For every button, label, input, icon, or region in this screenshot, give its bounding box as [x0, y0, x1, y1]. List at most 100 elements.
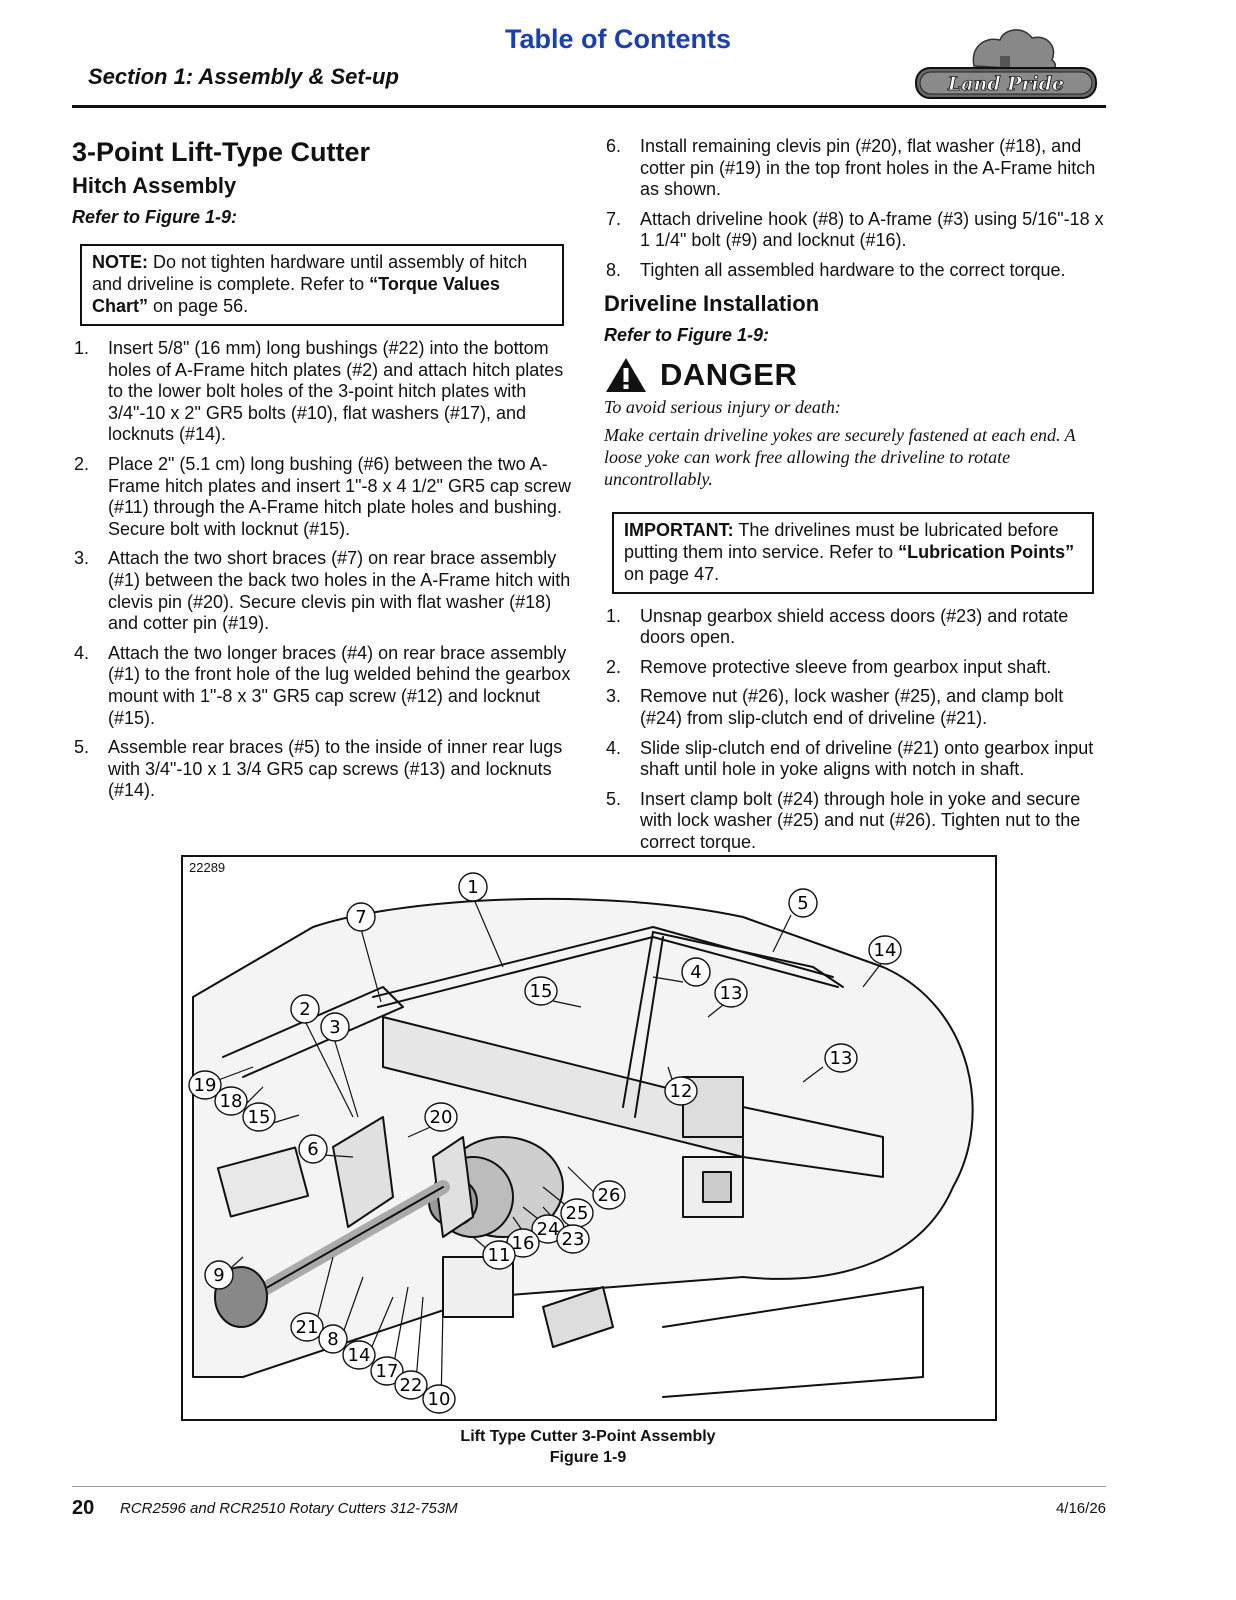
document-title: RCR2596 and RCR2510 Rotary Cutters 312-7… [120, 1500, 458, 1517]
note-box: NOTE: Do not tighten hardware until asse… [80, 244, 564, 326]
svg-text:17: 17 [376, 1361, 399, 1382]
hitch-steps-continued: 6.Install remaining clevis pin (#20), fl… [604, 136, 1110, 282]
callout-2: 2 [290, 994, 320, 1024]
list-item: 1.Unsnap gearbox shield access doors (#2… [606, 605, 1069, 648]
figure-id: 22289 [189, 860, 226, 875]
svg-text:26: 26 [598, 1185, 621, 1206]
assembly-figure: 22289 [181, 855, 997, 1421]
svg-text:13: 13 [720, 983, 743, 1004]
section-title: Section 1: Assembly & Set-up [88, 64, 399, 89]
callout-23: 23 [556, 1224, 590, 1254]
important-box: IMPORTANT: The drivelines must be lubric… [612, 511, 1094, 594]
callout-25: 25 [560, 1198, 594, 1228]
svg-text:11: 11 [488, 1245, 511, 1266]
svg-text:24: 24 [537, 1219, 560, 1240]
callout-21: 21 [290, 1312, 324, 1342]
callout-13: 13 [714, 978, 748, 1008]
svg-text:1: 1 [467, 877, 478, 898]
note-text-end: on page 56. [153, 296, 249, 316]
callout-19: 19 [188, 1070, 222, 1100]
callout-10: 10 [422, 1384, 456, 1414]
list-item: 5.Assemble rear braces (#5) to the insid… [74, 737, 563, 801]
list-item: 7.Attach driveline hook (#8) to A-frame … [606, 208, 1104, 251]
hitch-steps-list: 1.Insert 5/8" (16 mm) long bushings (#22… [72, 338, 572, 802]
list-item: 1.Insert 5/8" (16 mm) long bushings (#22… [74, 338, 564, 445]
callout-22: 22 [394, 1370, 428, 1400]
driveline-steps-list: 1.Unsnap gearbox shield access doors (#2… [604, 606, 1110, 854]
svg-text:20: 20 [430, 1107, 453, 1128]
callout-4: 4 [681, 957, 711, 987]
main-title: 3-Point Lift-Type Cutter [72, 137, 370, 167]
figure-caption-number: Figure 1-9 [549, 1449, 627, 1466]
list-item: 3.Attach the two short braces (#7) on re… [74, 548, 571, 634]
note-text: Do not tighten hardware until assembly o… [92, 252, 528, 294]
danger-heading: DANGER [604, 356, 1110, 394]
land-pride-logo: Land Pride [915, 29, 1097, 99]
callout-15b: 15 [242, 1102, 276, 1132]
note-label: NOTE: [92, 252, 148, 272]
svg-text:21: 21 [296, 1317, 319, 1338]
svg-text:2: 2 [299, 999, 310, 1020]
svg-text:3: 3 [329, 1017, 340, 1038]
callout-9: 9 [204, 1260, 234, 1290]
danger-word: DANGER [660, 356, 798, 392]
svg-text:25: 25 [566, 1203, 589, 1224]
callout-26: 26 [592, 1180, 626, 1210]
hitch-assembly-heading: Hitch Assembly [72, 173, 237, 198]
important-text-end: on page 47. [624, 563, 720, 584]
callout-11: 11 [482, 1240, 516, 1270]
callout-1: 1 [458, 872, 488, 902]
svg-text:16: 16 [512, 1233, 535, 1254]
danger-line-1: To avoid serious injury or death: [604, 396, 841, 417]
lubrication-points-link[interactable]: “Lubrication Points” [898, 541, 1075, 562]
danger-line-2: Make certain driveline yokes are securel… [604, 424, 1076, 489]
callout-18: 18 [214, 1086, 248, 1116]
warning-triangle-icon [606, 357, 646, 392]
list-item: 4.Slide slip-clutch end of driveline (#2… [606, 737, 1094, 780]
list-item: 2.Place 2" (5.1 cm) long bushing (#6) be… [74, 453, 571, 539]
list-item: 3.Remove nut (#26), lock washer (#25), a… [606, 686, 1064, 728]
svg-text:15: 15 [248, 1107, 271, 1128]
callout-17: 17 [370, 1356, 404, 1386]
svg-text:9: 9 [213, 1265, 224, 1286]
svg-text:12: 12 [670, 1081, 693, 1102]
refer-figure-link-1[interactable]: Refer to Figure 1-9: [72, 207, 238, 227]
svg-text:22: 22 [400, 1375, 423, 1396]
callout-3: 3 [320, 1012, 350, 1042]
svg-text:6: 6 [307, 1139, 318, 1160]
svg-text:14: 14 [348, 1345, 371, 1366]
callout-15: 15 [524, 976, 558, 1006]
callout-group: 1 7 5 14 4 15 13 2 3 13 19 18 15 20 12 6… [188, 872, 902, 1414]
svg-text:7: 7 [355, 907, 366, 928]
important-label: IMPORTANT: [624, 519, 734, 540]
list-item: 4.Attach the two longer braces (#4) on r… [74, 642, 571, 728]
list-item: 6.Install remaining clevis pin (#20), fl… [606, 136, 1096, 200]
svg-text:5: 5 [797, 893, 808, 914]
callout-5: 5 [788, 888, 818, 918]
svg-text:19: 19 [194, 1075, 217, 1096]
torque-values-link[interactable]: “Torque Values Chart” [92, 274, 500, 316]
callout-6: 6 [298, 1134, 328, 1164]
list-item: 5.Insert clamp bolt (#24) through hole i… [606, 788, 1081, 852]
callout-7: 7 [346, 902, 376, 932]
list-item: 2.Remove protective sleeve from gearbox … [606, 656, 1052, 677]
callout-20: 20 [424, 1102, 458, 1132]
svg-text:8: 8 [327, 1329, 338, 1350]
callout-8: 8 [318, 1324, 348, 1354]
left-column: 3-Point Lift-Type Cutter Hitch Assembly … [72, 136, 572, 810]
driveline-installation-heading: Driveline Installation [604, 290, 820, 316]
callout-14b: 14 [342, 1340, 376, 1370]
table-of-contents-link[interactable]: Table of Contents [505, 24, 731, 54]
svg-text:23: 23 [562, 1229, 585, 1250]
callout-13b: 13 [824, 1043, 858, 1073]
svg-text:10: 10 [428, 1389, 451, 1410]
callout-24: 24 [531, 1214, 565, 1244]
list-item: 8.Tighten all assembled hardware to the … [606, 259, 1066, 280]
refer-figure-link-2[interactable]: Refer to Figure 1-9: [604, 324, 770, 345]
callout-16: 16 [506, 1228, 540, 1258]
figure-caption-title: Lift Type Cutter 3-Point Assembly [460, 1428, 716, 1445]
svg-text:4: 4 [690, 962, 701, 983]
svg-text:15: 15 [530, 981, 553, 1002]
page-number: 20 [72, 1497, 95, 1519]
important-text: The drivelines must be lubricated before… [624, 519, 1059, 562]
